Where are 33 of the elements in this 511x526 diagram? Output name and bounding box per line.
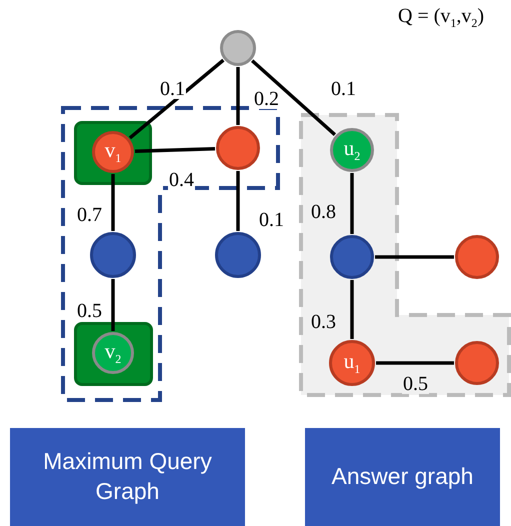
highlight-square [74,121,152,185]
edge-label: 0.4 [168,170,195,190]
graph-vertex [90,232,136,278]
connector-line [128,58,225,140]
edge-label: 0.2 [253,89,280,109]
vertex-label: u$_{1}$ [344,350,360,376]
connector-line [376,361,454,365]
connector-line [375,255,454,259]
query-label: Q = (v$_{1}$,v$_{2}$) [398,6,484,29]
edge-label: 0.1 [159,79,186,99]
connector-line [134,146,216,154]
connector-line [350,173,354,234]
connector-line [236,67,240,125]
panel-title: Answer graph [330,462,474,492]
graph-vertex [92,131,134,173]
connector-line [111,279,115,331]
caption-panel [10,428,245,526]
panel-title: Maximum Query Graph [42,447,213,506]
vertex-label: u$_{2}$ [344,138,360,162]
connector-line [236,171,240,231]
edge-label: 0.5 [402,374,429,394]
graph-vertex [220,30,256,66]
vertex-label: v$_{1}$ [104,140,122,164]
connector-line [111,174,115,231]
caption-panel [305,428,500,526]
graph-vertex [215,232,261,278]
graph-vertex [455,235,499,279]
connector-line [350,280,354,339]
graph-vertex [92,332,134,374]
graph-vertex [216,126,260,170]
vertex-label: v$_{2}$ [104,340,122,366]
connector-line [251,59,336,136]
highlight-square [74,322,153,386]
